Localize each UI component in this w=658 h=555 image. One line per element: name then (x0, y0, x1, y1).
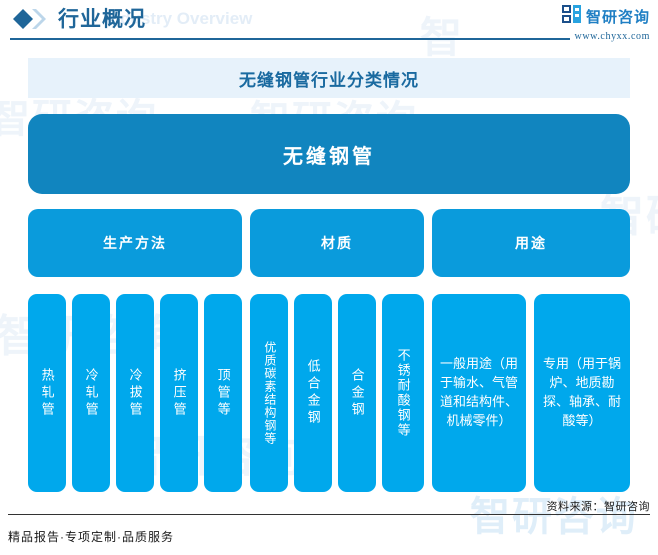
diagram-branch-production-method[interactable]: 生产方法 (28, 209, 242, 277)
footer-divider (8, 514, 650, 515)
footer-tagline: 精品报告·专项定制·品质服务 (8, 530, 174, 544)
brand-logo[interactable]: 智研咨询 www.chyxx.com (561, 5, 650, 42)
diagram-leaf-pipe-jacking[interactable]: 顶管等 (204, 294, 242, 492)
diagram-leaf-special-use[interactable]: 专用（用于锅炉、地质勘探、轴承、耐酸等） (534, 294, 630, 492)
diamond-bullet-icon (12, 8, 54, 30)
diagram-leaf-hot-rolled-pipe[interactable]: 热轧管 (28, 294, 66, 492)
header-divider (10, 38, 570, 40)
diagram-leaf-low-alloy-steel[interactable]: 低合金钢 (294, 294, 332, 492)
diagram-branch-usage[interactable]: 用途 (432, 209, 630, 277)
chart-title: 无缝钢管行业分类情况 (239, 70, 419, 90)
page-header: Industry Overview 行业概况 智研咨询 www.chyxx.co… (0, 0, 658, 46)
chart-title-banner: 无缝钢管行业分类情况 (28, 58, 630, 98)
chyxx-logo-icon (561, 5, 581, 28)
diagram-root-node[interactable]: 无缝钢管 (28, 114, 630, 194)
diagram-leaf-cold-rolled-pipe[interactable]: 冷轧管 (72, 294, 110, 492)
header-subtitle-en: Industry Overview (105, 9, 253, 28)
diagram-leaf-general-use[interactable]: 一般用途（用于输水、气管道和结构件、机械零件） (432, 294, 526, 492)
diagram-leaf-quality-carbon-structural-steel[interactable]: 优质碳素结构钢等 (250, 294, 288, 492)
diagram-leaf-stainless-acid-resistant-steel[interactable]: 不锈耐酸钢等 (382, 294, 424, 492)
diagram-branch-material[interactable]: 材质 (250, 209, 424, 277)
diagram-leaf-cold-drawn-pipe[interactable]: 冷拔管 (116, 294, 154, 492)
brand-url[interactable]: www.chyxx.com (574, 31, 650, 42)
diagram-leaf-extruded-pipe[interactable]: 挤压管 (160, 294, 198, 492)
page-title: 行业概况 (58, 8, 146, 31)
classification-diagram: 无缝钢管 生产方法 材质 用途 热轧管 冷轧管 冷拔管 挤压管 顶管等 优质碳素… (28, 114, 630, 494)
brand-name: 智研咨询 (585, 9, 650, 26)
diagram-leaf-alloy-steel[interactable]: 合金钢 (338, 294, 376, 492)
source-note: 资料来源：智研咨询 (546, 501, 650, 513)
